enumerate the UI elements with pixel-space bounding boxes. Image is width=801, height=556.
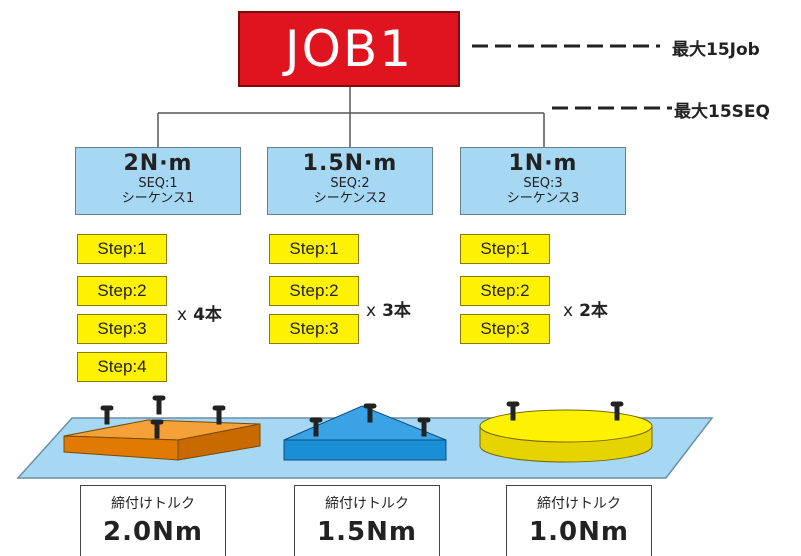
fastening-torque-label: 締付けトルク bbox=[295, 493, 439, 513]
step-box: Step:3 bbox=[460, 314, 550, 344]
screw-count-1: x 4本 bbox=[177, 300, 222, 325]
fastening-torque-box-2: 締付けトルク 1.5Nm bbox=[294, 485, 440, 556]
job-box: JOB1 bbox=[238, 11, 460, 87]
sequence-name: シーケンス1 bbox=[76, 191, 240, 206]
sequence-box-2: 1.5N·m SEQ:2 シーケンス2 bbox=[267, 147, 433, 215]
sequence-torque: 1N·m bbox=[461, 152, 625, 176]
step-box: Step:4 bbox=[77, 352, 167, 382]
step-box: Step:3 bbox=[77, 314, 167, 344]
sequence-name: シーケンス2 bbox=[268, 191, 432, 206]
count-value: 2本 bbox=[579, 301, 608, 321]
step-box: Step:1 bbox=[269, 234, 359, 264]
fastening-torque-value: 1.5Nm bbox=[295, 517, 439, 547]
count-prefix: x bbox=[563, 301, 573, 321]
sequence-id: SEQ:2 bbox=[268, 176, 432, 191]
sequence-id: SEQ:3 bbox=[461, 176, 625, 191]
fastening-torque-value: 2.0Nm bbox=[81, 517, 225, 547]
screw-count-2: x 3本 bbox=[366, 296, 411, 321]
fastening-torque-label: 締付けトルク bbox=[81, 493, 225, 513]
sequence-box-3: 1N·m SEQ:3 シーケンス3 bbox=[460, 147, 626, 215]
screw-icon bbox=[153, 396, 165, 414]
sequence-box-1: 2N·m SEQ:1 シーケンス1 bbox=[75, 147, 241, 215]
fastening-torque-box-3: 締付けトルク 1.0Nm bbox=[506, 485, 652, 556]
fastening-torque-box-1: 締付けトルク 2.0Nm bbox=[80, 485, 226, 556]
sequence-torque: 1.5N·m bbox=[268, 152, 432, 176]
fastening-torque-value: 1.0Nm bbox=[507, 517, 651, 547]
step-box: Step:1 bbox=[77, 234, 167, 264]
count-prefix: x bbox=[366, 301, 376, 321]
step-box: Step:3 bbox=[269, 314, 359, 344]
count-value: 3本 bbox=[382, 301, 411, 321]
step-box: Step:2 bbox=[460, 276, 550, 306]
step-box: Step:1 bbox=[460, 234, 550, 264]
job-title: JOB1 bbox=[285, 20, 413, 78]
sequence-torque: 2N·m bbox=[76, 152, 240, 176]
max-seq-label: 最大15SEQ bbox=[674, 97, 770, 122]
count-prefix: x bbox=[177, 305, 187, 325]
step-box: Step:2 bbox=[77, 276, 167, 306]
sequence-id: SEQ:1 bbox=[76, 176, 240, 191]
fastening-torque-label: 締付けトルク bbox=[507, 493, 651, 513]
sequence-name: シーケンス3 bbox=[461, 191, 625, 206]
max-job-label: 最大15Job bbox=[672, 35, 760, 60]
step-box: Step:2 bbox=[269, 276, 359, 306]
count-value: 4本 bbox=[193, 305, 222, 325]
screw-count-3: x 2本 bbox=[563, 296, 608, 321]
yellow-block-workpiece bbox=[480, 410, 652, 462]
